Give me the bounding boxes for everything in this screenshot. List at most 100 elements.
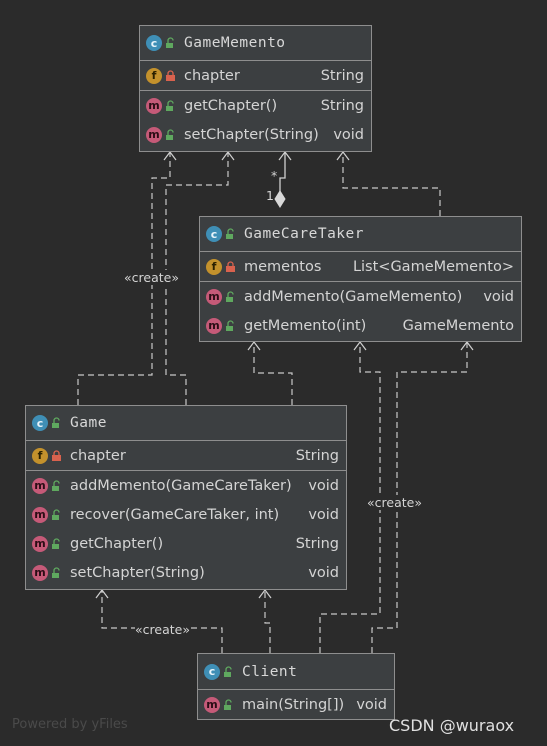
class-title: GameMemento	[184, 35, 286, 51]
csdn-watermark: CSDN @wuraox	[389, 716, 515, 735]
aggregation-diamond	[274, 190, 286, 208]
create-label-client-caretaker: «create»	[367, 495, 422, 510]
create-label-game-memento: «create»	[124, 270, 179, 285]
method-icon: m	[146, 97, 162, 114]
class-icon: c	[32, 415, 48, 431]
field-name: chapter	[70, 447, 126, 464]
method-type: GameMemento	[402, 317, 514, 334]
client-class[interactable]: c Client m main(String[]) void	[197, 653, 395, 720]
method-row: m addMemento(GameCareTaker) void	[26, 471, 346, 500]
create-label-client-game: «create»	[135, 622, 190, 637]
field-name: mementos	[244, 258, 322, 275]
method-type: void	[356, 696, 387, 713]
multiplicity-one: 1	[266, 188, 274, 203]
field-name: chapter	[184, 67, 240, 84]
class-title: Client	[242, 663, 298, 680]
method-name: main(String[])	[242, 696, 345, 713]
unlock-icon	[52, 417, 60, 428]
dep-client-to-game-use	[264, 590, 271, 653]
method-row: m recover(GameCareTaker, int) void	[26, 500, 346, 529]
field-row: f chapter String	[26, 441, 346, 470]
unlock-icon	[52, 566, 60, 578]
unlock-icon	[52, 537, 60, 549]
class-title: GameCareTaker	[244, 226, 364, 242]
method-icon: m	[32, 506, 48, 523]
field-icon: f	[32, 447, 48, 464]
methods-section: m addMemento(GameMemento) void m getMeme…	[200, 282, 521, 340]
unlock-icon	[226, 319, 234, 331]
methods-section: m addMemento(GameCareTaker) void m recov…	[26, 471, 346, 587]
method-icon: m	[146, 126, 162, 143]
fields-section: f chapter String	[26, 441, 346, 471]
class-icon: c	[206, 226, 222, 242]
dep-client-to-caretaker-use	[319, 342, 381, 653]
method-name: setChapter(String)	[70, 564, 205, 581]
dep-client-to-caretaker-create	[371, 342, 468, 653]
field-icon: f	[146, 67, 162, 84]
method-type: String	[320, 97, 364, 114]
class-title: Game	[70, 415, 107, 431]
method-icon: m	[206, 288, 222, 305]
method-icon: m	[204, 696, 220, 713]
field-type: List<GameMemento>	[352, 258, 514, 275]
field-row: f mementos List<GameMemento>	[200, 252, 521, 281]
field-row: f chapter String	[140, 61, 371, 90]
dep-game-to-caretaker	[253, 342, 293, 405]
unlock-icon	[166, 37, 174, 48]
method-row: m addMemento(GameMemento) void	[200, 282, 521, 311]
method-name: addMemento(GameCareTaker)	[70, 477, 292, 494]
method-row: m getChapter() String	[26, 529, 346, 558]
method-type: void	[308, 477, 339, 494]
method-icon: m	[32, 477, 48, 494]
unlock-icon	[224, 665, 232, 677]
fields-section: f chapter String	[140, 61, 371, 91]
unlock-icon	[166, 128, 174, 140]
class-header: c Client	[198, 654, 394, 690]
method-type: String	[295, 535, 339, 552]
methods-section: m getChapter() String m setChapter(Strin…	[140, 91, 371, 149]
method-name: addMemento(GameMemento)	[244, 288, 463, 305]
method-row: m setChapter(String) void	[140, 120, 371, 149]
field-icon: f	[206, 258, 222, 275]
class-header: c GameMemento	[140, 26, 371, 61]
class-icon: c	[204, 663, 220, 680]
lock-icon	[52, 449, 61, 461]
method-type: void	[308, 506, 339, 523]
class-header: c Game	[26, 406, 346, 441]
field-type: String	[320, 67, 364, 84]
method-type: void	[333, 126, 364, 143]
unlock-icon	[226, 290, 234, 302]
lock-icon	[166, 69, 175, 81]
method-row: m main(String[]) void	[198, 690, 394, 719]
method-name: getMemento(int)	[244, 317, 367, 334]
field-type: String	[295, 447, 339, 464]
multiplicity-many: *	[271, 168, 278, 183]
methods-section: m main(String[]) void	[198, 690, 394, 719]
method-name: getChapter()	[184, 97, 278, 114]
method-name: recover(GameCareTaker, int)	[70, 506, 280, 523]
dep-caretaker-to-memento	[342, 152, 441, 216]
unlock-icon	[166, 99, 174, 111]
method-name: getChapter()	[70, 535, 164, 552]
unlock-icon	[226, 228, 234, 239]
game-memento-class[interactable]: c GameMemento f chapter String m getChap…	[139, 25, 372, 152]
method-type: void	[483, 288, 514, 305]
lock-icon	[226, 260, 235, 272]
yfiles-watermark: Powered by yFiles	[12, 717, 128, 732]
method-name: setChapter(String)	[184, 126, 319, 143]
unlock-icon	[52, 508, 60, 520]
method-row: m getMemento(int) GameMemento	[200, 311, 521, 340]
class-header: c GameCareTaker	[200, 217, 521, 252]
method-row: m setChapter(String) void	[26, 558, 346, 587]
method-icon: m	[32, 564, 48, 581]
method-type: void	[308, 564, 339, 581]
unlock-icon	[52, 479, 60, 491]
method-icon: m	[32, 535, 48, 552]
unlock-icon	[224, 698, 232, 710]
method-row: m getChapter() String	[140, 91, 371, 120]
method-icon: m	[206, 317, 222, 334]
game-class[interactable]: c Game f chapter String m addMemento(Gam…	[25, 405, 347, 590]
fields-section: f mementos List<GameMemento>	[200, 252, 521, 282]
aggregation-caretaker-memento	[279, 152, 286, 200]
game-caretaker-class[interactable]: c GameCareTaker f mementos List<GameMeme…	[199, 216, 522, 342]
